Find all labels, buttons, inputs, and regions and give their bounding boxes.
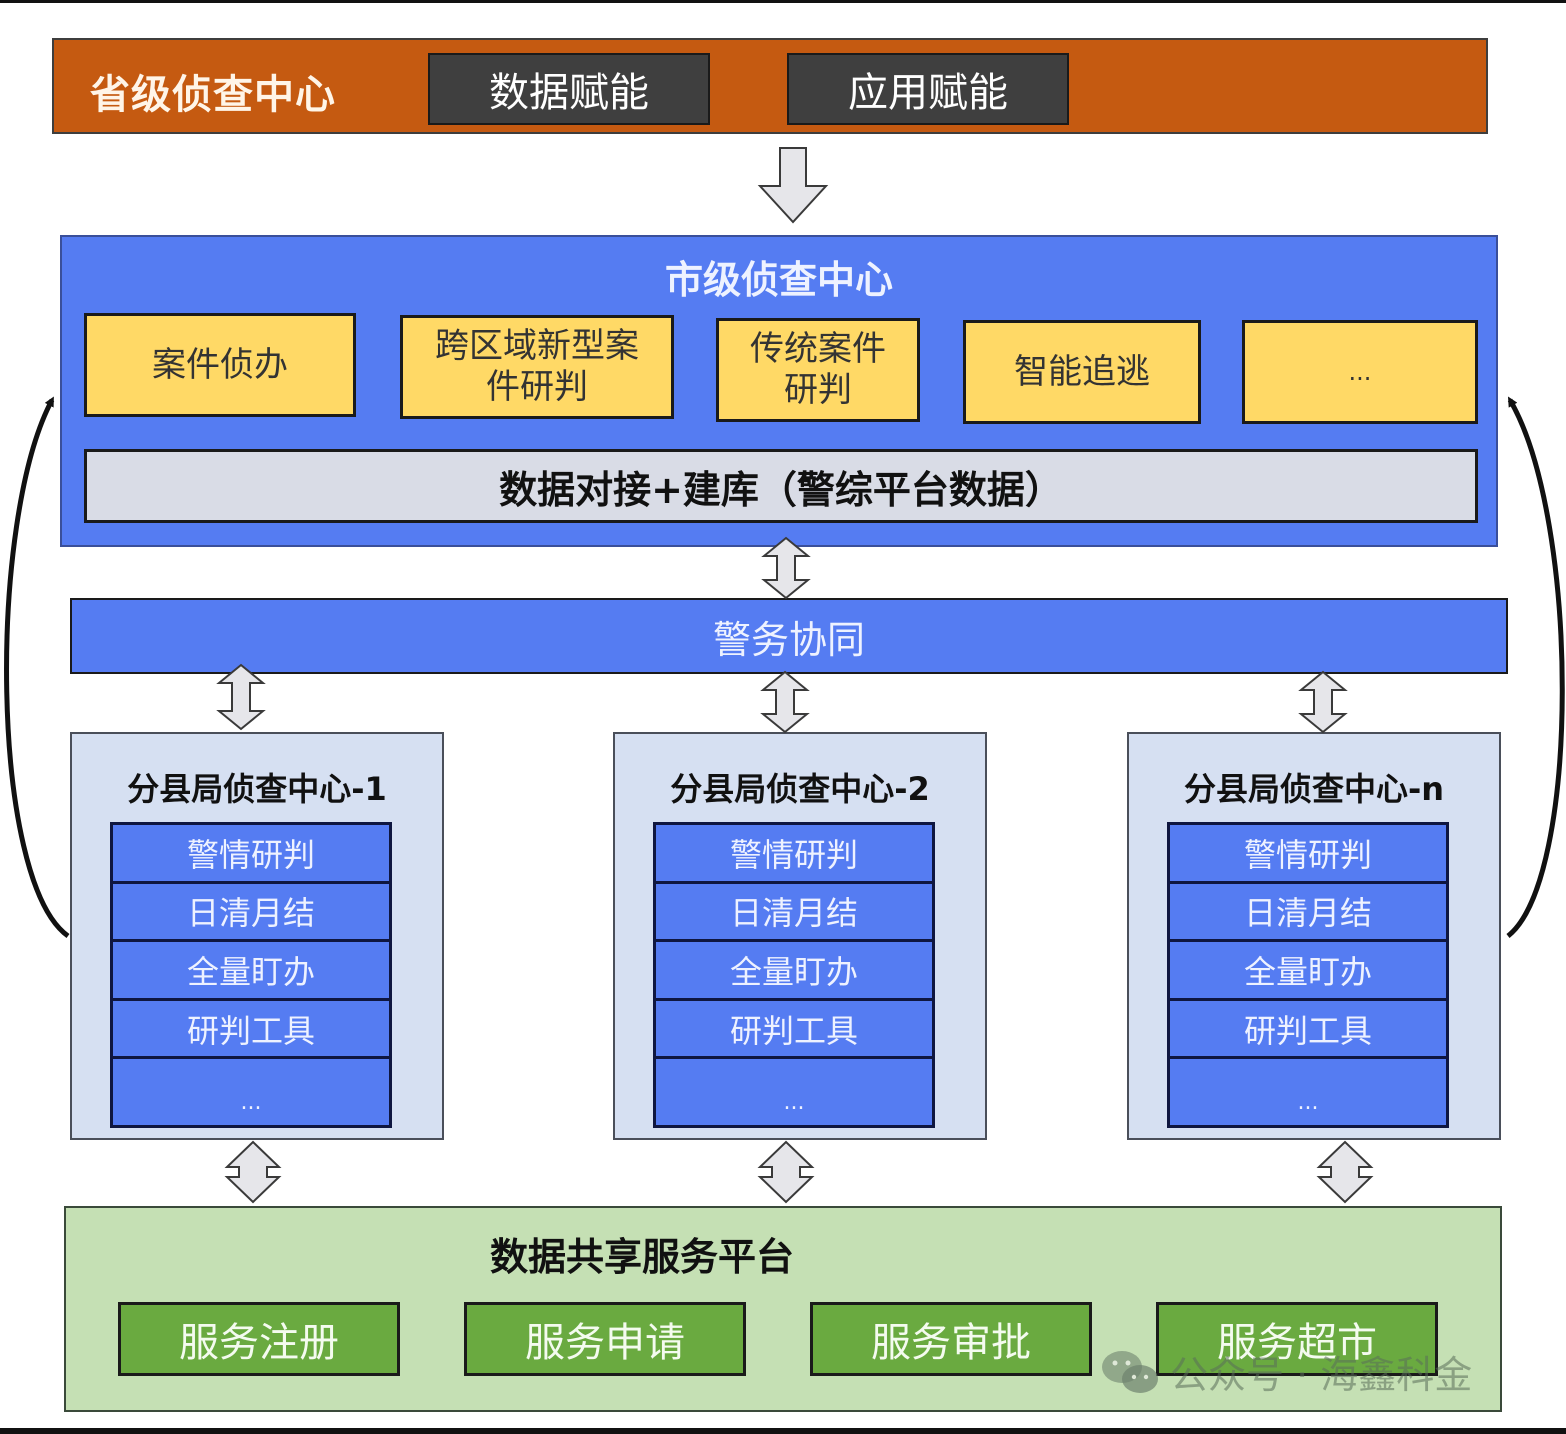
city-title: 市级侦查中心 xyxy=(664,258,893,302)
double-arrow-icon xyxy=(1316,1140,1374,1204)
function-item: 全量盯办 xyxy=(1170,942,1446,1001)
function-item: 日清月结 xyxy=(1170,884,1446,943)
bottom-border-line xyxy=(0,1428,1566,1434)
module-label: 跨区域新型案件研判 xyxy=(435,326,639,407)
double-arrow-icon xyxy=(224,1140,282,1204)
function-stack: 警情研判 日清月结 全量盯办 研判工具 ... xyxy=(110,822,392,1128)
function-item: 日清月结 xyxy=(113,884,389,943)
module-smart-fugitive-tracking: 智能追逃 xyxy=(963,320,1201,424)
function-item: 研判工具 xyxy=(1170,1001,1446,1060)
double-arrow-icon xyxy=(760,670,810,734)
platform-title: 数据共享服务平台 xyxy=(490,1235,795,1279)
function-item: 警情研判 xyxy=(113,825,389,884)
function-stack: 警情研判 日清月结 全量盯办 研判工具 ... xyxy=(1167,822,1449,1128)
function-item: 日清月结 xyxy=(656,884,932,943)
district-center-2: 分县局侦查中心-2 警情研判 日清月结 全量盯办 研判工具 ... xyxy=(613,732,987,1140)
district-title: 分县局侦查中心-n xyxy=(1183,770,1445,808)
province-investigation-center: 省级侦查中心 数据赋能 应用赋能 xyxy=(52,38,1488,134)
double-arrow-icon xyxy=(757,1140,815,1204)
function-item: 研判工具 xyxy=(113,1001,389,1060)
data-sharing-platform: 数据共享服务平台 服务注册 服务申请 服务审批 服务超市 xyxy=(64,1206,1502,1412)
service-market: 服务超市 xyxy=(1156,1302,1438,1376)
district-center-n: 分县局侦查中心-n 警情研判 日清月结 全量盯办 研判工具 ... xyxy=(1127,732,1501,1140)
function-item: 警情研判 xyxy=(656,825,932,884)
function-item: ... xyxy=(1297,1089,1319,1115)
curved-arrow-right-icon xyxy=(1506,396,1565,938)
data-empowerment-box: 数据赋能 xyxy=(428,53,710,125)
module-cross-region-analysis: 跨区域新型案件研判 xyxy=(400,315,674,419)
district-center-1: 分县局侦查中心-1 警情研判 日清月结 全量盯办 研判工具 ... xyxy=(70,732,444,1140)
module-case-handling: 案件侦办 xyxy=(84,313,356,417)
data-integration-bar: 数据对接+建库（警综平台数据） xyxy=(84,449,1478,523)
service-application: 服务申请 xyxy=(464,1302,746,1376)
function-item: 警情研判 xyxy=(1170,825,1446,884)
police-coordination-bar: 警务协同 xyxy=(70,598,1508,674)
district-title: 分县局侦查中心-2 xyxy=(670,770,930,808)
function-item: 全量盯办 xyxy=(113,942,389,1001)
double-arrow-icon xyxy=(761,536,811,600)
service-approval: 服务审批 xyxy=(810,1302,1092,1376)
function-item: ... xyxy=(240,1089,262,1115)
function-item: ... xyxy=(783,1089,805,1115)
module-label: 传统案件研判 xyxy=(750,329,886,410)
module-traditional-case-analysis: 传统案件研判 xyxy=(716,318,920,422)
district-title: 分县局侦查中心-1 xyxy=(127,770,387,808)
top-border-line xyxy=(0,0,1566,3)
function-stack: 警情研判 日清月结 全量盯办 研判工具 ... xyxy=(653,822,935,1128)
double-arrow-icon xyxy=(216,663,266,731)
function-item: 全量盯办 xyxy=(656,942,932,1001)
city-investigation-center: 市级侦查中心 案件侦办 跨区域新型案件研判 传统案件研判 智能追逃 ... 数据… xyxy=(60,235,1498,547)
module-more: ... xyxy=(1242,320,1478,424)
function-item: 研判工具 xyxy=(656,1001,932,1060)
double-arrow-icon xyxy=(1298,670,1348,734)
service-registration: 服务注册 xyxy=(118,1302,400,1376)
province-title: 省级侦查中心 xyxy=(90,72,336,118)
down-arrow-icon xyxy=(757,147,829,224)
application-empowerment-box: 应用赋能 xyxy=(787,53,1069,125)
curved-arrow-left-icon xyxy=(4,396,70,939)
